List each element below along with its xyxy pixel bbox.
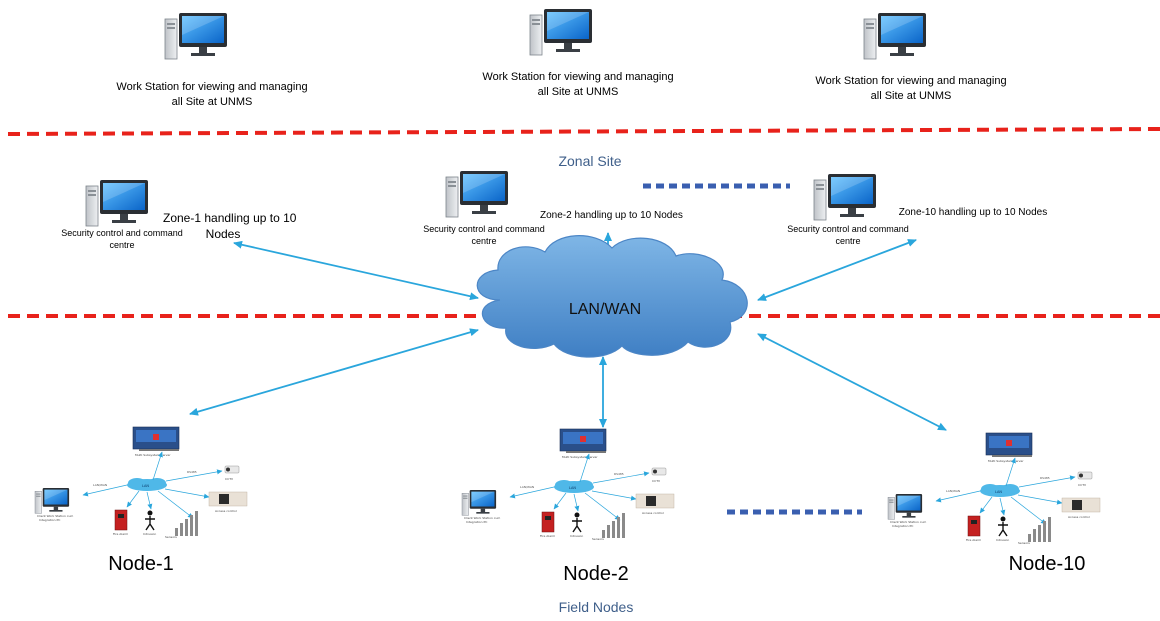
arrow-lan-node10	[757, 333, 947, 431]
desktop-computer-icon	[813, 173, 877, 221]
zone-handling-label: Zone-2 handling up to 10 Nodes	[540, 210, 683, 221]
workstation-label: Work Station for viewing and managing al…	[815, 75, 1007, 102]
arrow-lan-node1	[189, 328, 479, 416]
desktop-computer-icon	[529, 8, 593, 56]
node-label: Node-1	[108, 553, 174, 575]
cloud-icon	[476, 235, 748, 358]
node-subsystem-diagram	[462, 429, 674, 541]
desktop-computer-icon	[85, 179, 149, 227]
security-centre-label: Security control and command centre	[787, 224, 909, 247]
security-centre-label: Security control and command centre	[61, 228, 183, 251]
security-centre-label: Security control and command centre	[423, 224, 545, 247]
workstation-label: Work Station for viewing and managing al…	[116, 81, 308, 108]
field-nodes-title: Field Nodes	[558, 599, 634, 615]
node-label: Node-2	[563, 563, 629, 585]
desktop-computer-icon	[164, 12, 228, 60]
unms-zonal-separator	[7, 127, 1160, 136]
lan-wan-label: LAN/WAN	[568, 301, 642, 318]
node-subsystem-diagram	[35, 427, 247, 539]
workstation-label: Work Station for viewing and managing al…	[482, 71, 674, 98]
desktop-computer-icon	[863, 12, 927, 60]
desktop-computer-icon	[445, 170, 509, 218]
arrow-zone1-lan	[233, 240, 479, 301]
zone-handling-label: Zone-1 handling up to 10 Nodes	[163, 211, 297, 242]
zonal-site-title: Zonal Site	[558, 153, 622, 169]
node-subsystem-diagram	[888, 433, 1100, 545]
arrow-zone10-lan	[757, 239, 917, 301]
zone-handling-label: Zone-10 handling up to 10 Nodes	[898, 207, 1048, 218]
node-label: Node-10	[1008, 553, 1086, 575]
